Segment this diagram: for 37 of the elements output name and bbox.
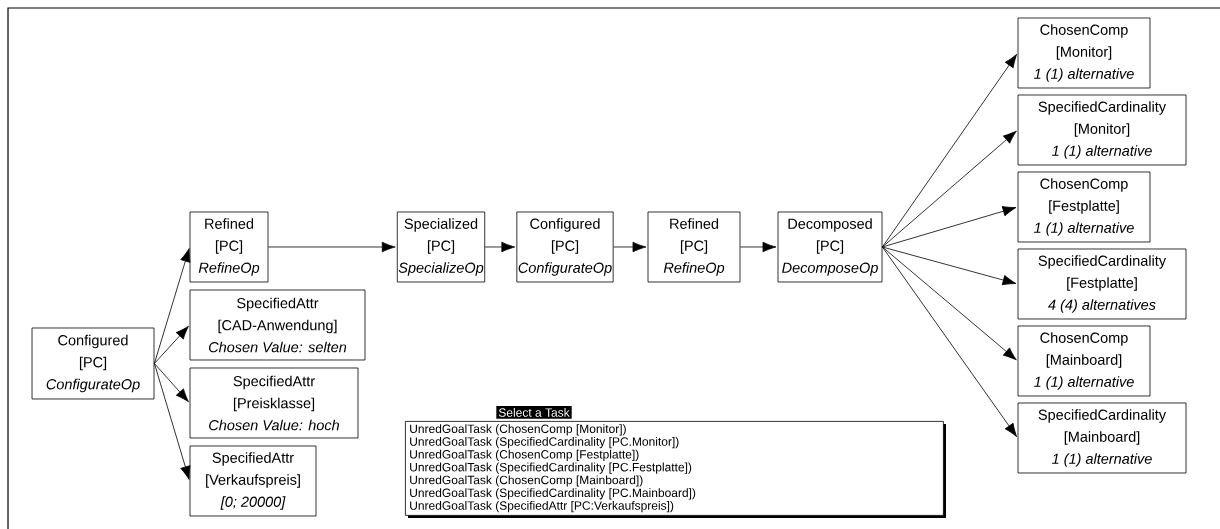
arrow xyxy=(882,54,1018,248)
arrow xyxy=(882,130,1017,248)
arrow xyxy=(613,241,647,253)
state-box: SpecifiedAttr [Verkaufspreis] [0; 20000] xyxy=(189,445,317,517)
state-box: ChosenComp [Festplatte] 1 (1) alternative xyxy=(1017,171,1151,243)
arrow xyxy=(154,248,191,364)
list-item: UnredGoalTask (SpecifiedAttr [PC:Verkaufspreis]) xyxy=(410,501,674,513)
arrow xyxy=(882,206,1017,248)
list-item: UnredGoalTask (ChosenComp [Festplatte]) xyxy=(410,449,639,461)
state-box: Specialized [PC] SpecializeOp xyxy=(396,211,486,283)
arrow xyxy=(882,246,1017,286)
arrow xyxy=(882,246,1018,437)
state-box: Refined [PC] RefineOp xyxy=(647,211,741,283)
state-box: SpecifiedCardinality [Festplatte] 4 (4) alternatives xyxy=(1017,248,1187,320)
list-item: UnredGoalTask (ChosenComp [Monitor]) xyxy=(410,424,626,436)
state-box: SpecifiedCardinality [Monitor] 1 (1) alternative xyxy=(1017,94,1187,166)
state-box: Refined [PC] RefineOp xyxy=(189,211,269,283)
arrow xyxy=(882,246,1017,361)
dialog-title: Select a Task xyxy=(496,406,572,419)
state-box: SpecifiedAttr [Preisklasse] Chosen Value: hoch xyxy=(189,367,359,439)
arrow xyxy=(740,241,777,253)
state-box: ChosenComp [Mainboard] 1 (1) alternative xyxy=(1017,325,1151,397)
state-box: SpecifiedCardinality [Mainboard] 1 (1) alternative xyxy=(1017,402,1187,474)
arrow xyxy=(154,363,189,403)
state-box: SpecifiedAttr [CAD-Anwendung] Chosen Value: selten xyxy=(189,289,366,361)
state-box: ChosenComp [Monitor] 1 (1) alternative xyxy=(1017,17,1151,89)
state-box: Configured [PC] ConfigurateOp xyxy=(31,327,155,400)
list-item: UnredGoalTask (ChosenComp [Mainboard]) xyxy=(410,475,643,487)
state-box: Decomposed [PC] DecomposeOp xyxy=(777,211,883,283)
state-box: Configured [PC] ConfigurateOp xyxy=(516,211,614,283)
list-item: UnredGoalTask (SpecifiedCardinality [PC.Monitor]) xyxy=(410,437,679,449)
list-item: UnredGoalTask (SpecifiedCardinality [PC.Mainboard]) xyxy=(410,488,696,500)
list-item: UnredGoalTask (SpecifiedCardinality [PC.Festplatte]) xyxy=(410,462,692,474)
arrow xyxy=(154,325,189,364)
arrow xyxy=(484,241,516,253)
arrow xyxy=(268,241,396,253)
arrow xyxy=(154,363,191,480)
